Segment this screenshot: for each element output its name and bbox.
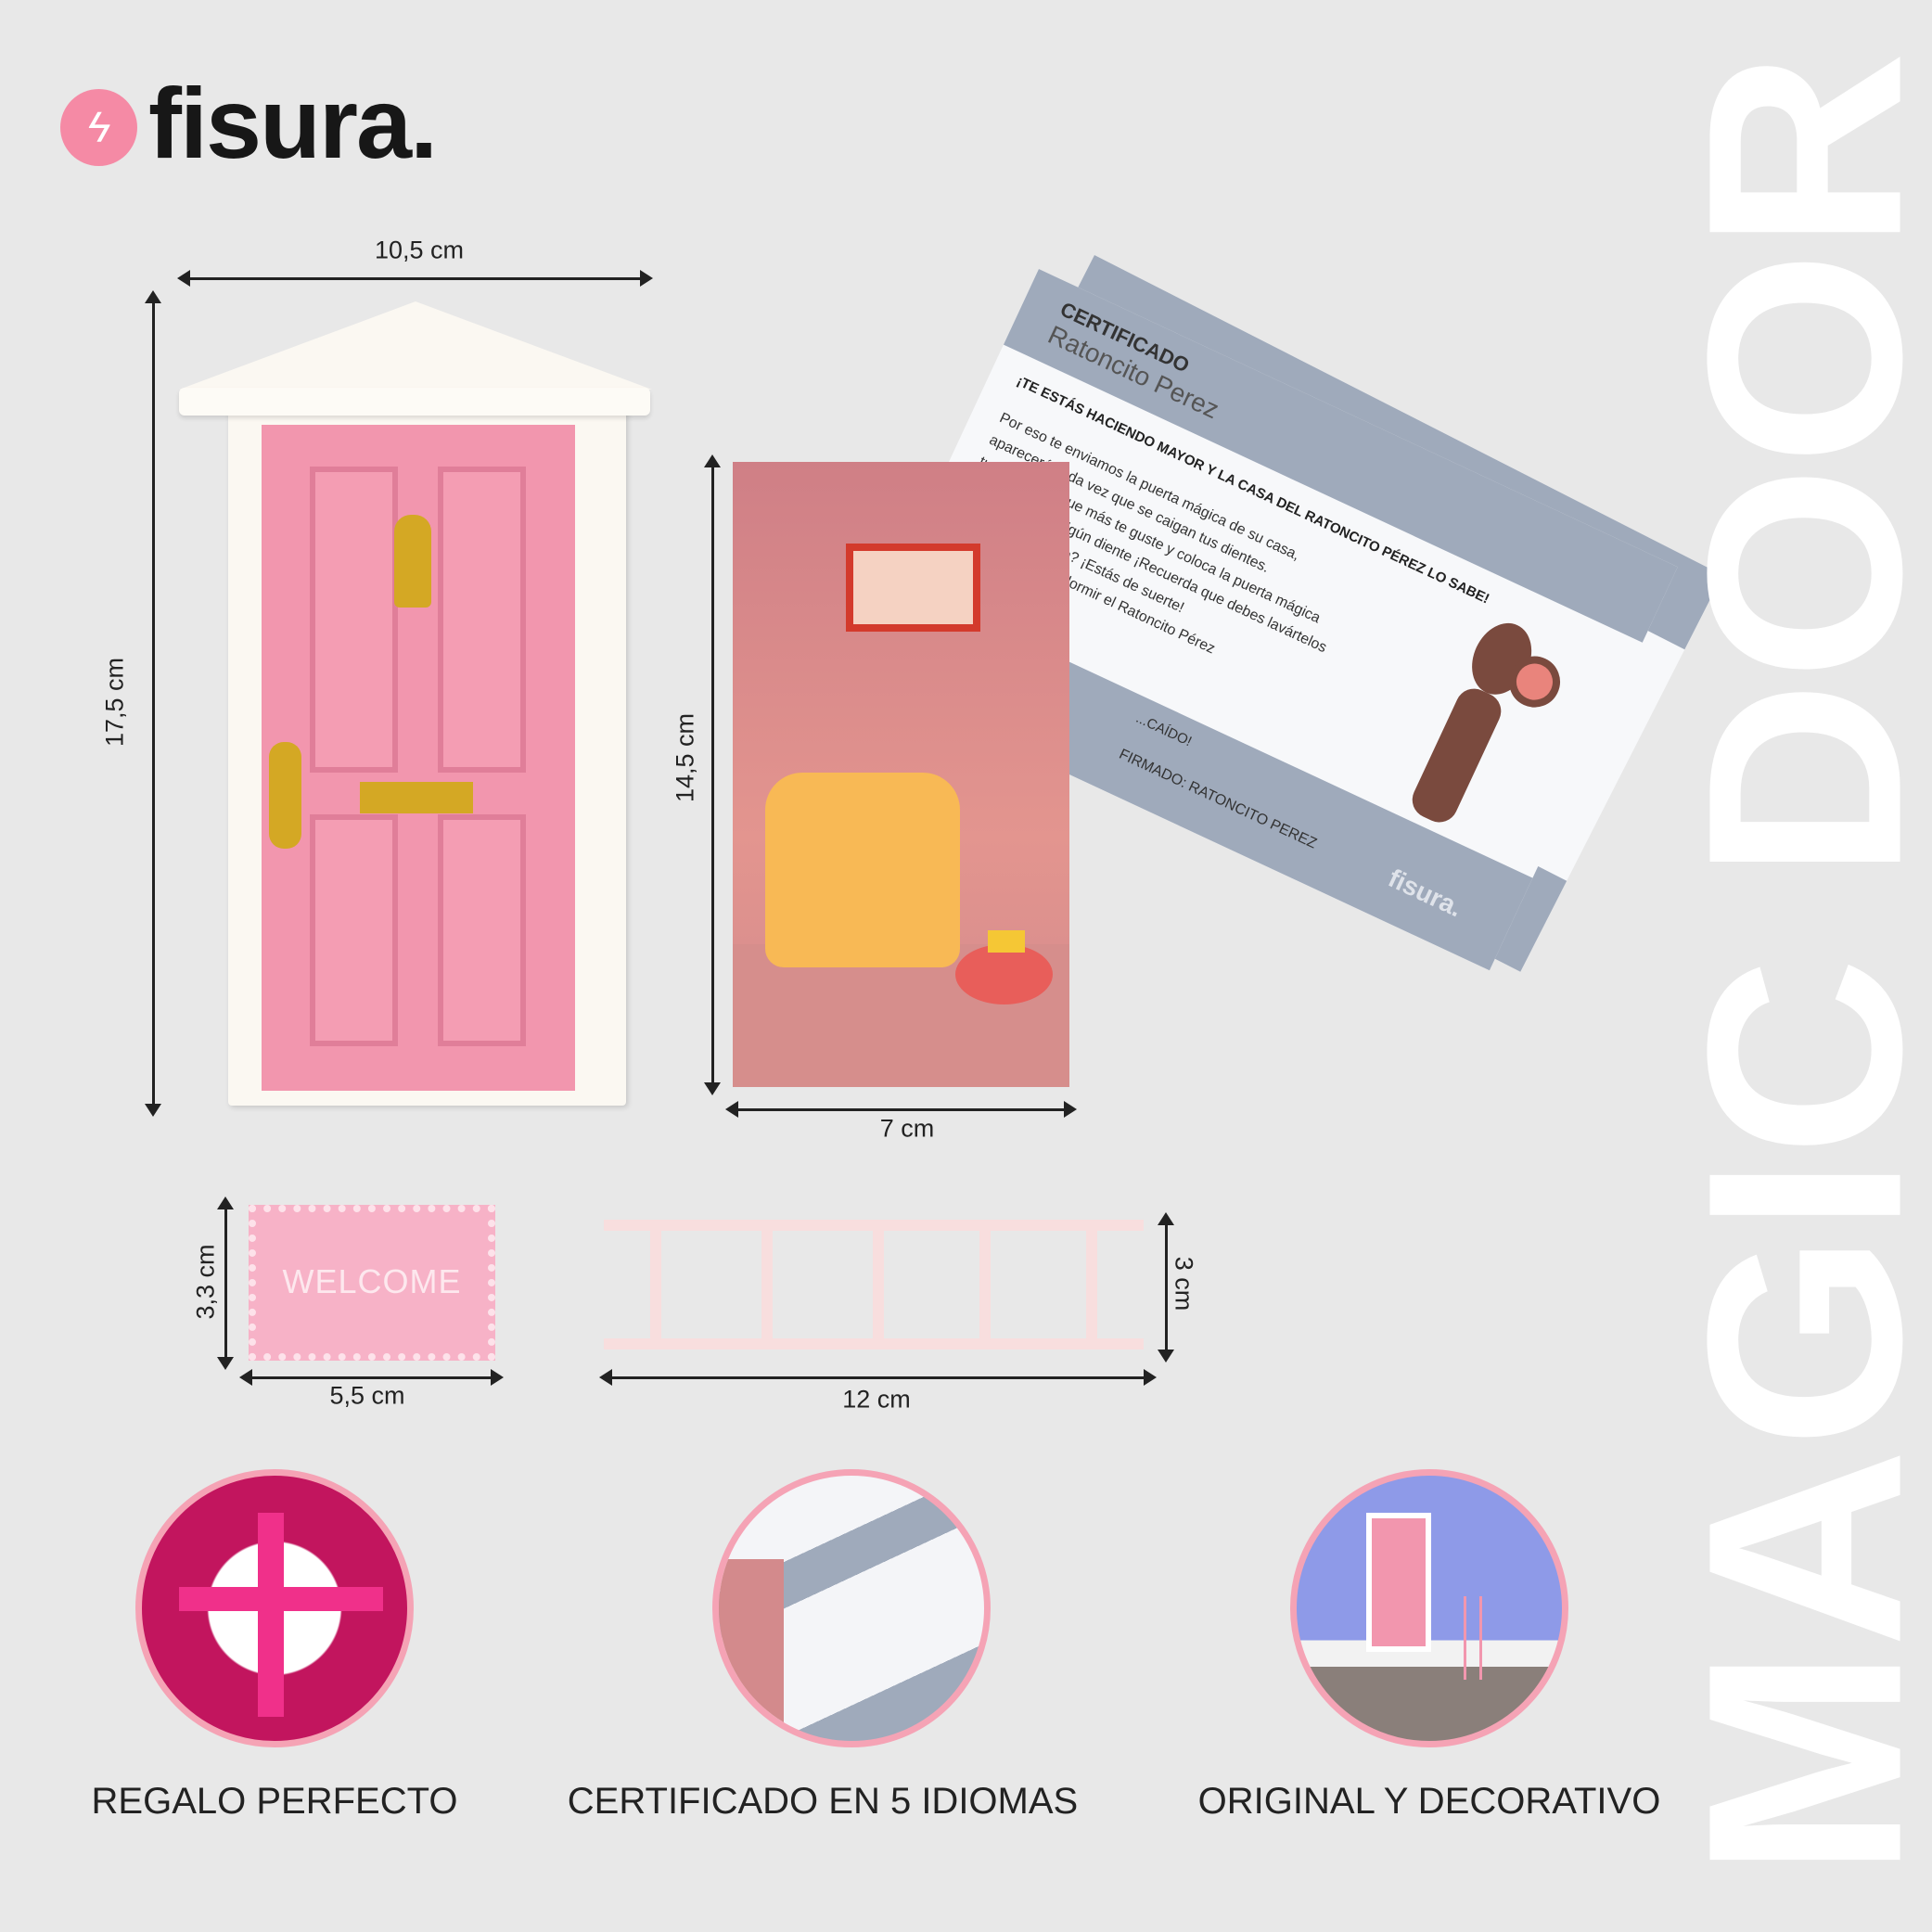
door-knob-icon	[269, 742, 301, 849]
door-height-arrow	[145, 290, 161, 1117]
mat-height-label: 3,3 cm	[191, 1244, 220, 1320]
feature-label: CERTIFICADO EN 5 IDIOMAS	[567, 1781, 1079, 1822]
welcome-mat: WELCOME	[249, 1205, 495, 1361]
mat-height-arrow	[217, 1196, 234, 1370]
mail-slot-icon	[360, 782, 473, 813]
decorative-door-image	[1290, 1469, 1568, 1747]
door-width-arrow	[177, 270, 653, 287]
door-height-label: 17,5 cm	[100, 657, 129, 748]
card-width-arrow	[725, 1101, 1077, 1118]
door-knocker-icon	[394, 515, 431, 608]
pink-ladder	[604, 1220, 1144, 1350]
brand-logo: fisura.	[148, 67, 438, 179]
illustrated-card	[733, 462, 1069, 1087]
ladder-width-label: 12 cm	[842, 1385, 911, 1414]
card-height-label: 14,5 cm	[671, 712, 699, 803]
feature-label: REGALO PERFECTO	[91, 1781, 458, 1822]
gift-image	[135, 1469, 414, 1747]
card-height-arrow	[704, 454, 721, 1095]
certificate-image	[712, 1469, 991, 1747]
ladder-height-arrow	[1158, 1212, 1174, 1363]
door-cornice	[179, 388, 650, 416]
feature-label: ORIGINAL Y DECORATIVO	[1197, 1781, 1661, 1822]
headline: MAGIC DOOR	[1650, 50, 1932, 1879]
mat-width-label: 5,5 cm	[329, 1381, 405, 1410]
mat-width-arrow	[239, 1369, 504, 1386]
door-pediment	[179, 301, 652, 390]
ladder-width-arrow	[599, 1369, 1157, 1386]
door-width-label: 10,5 cm	[374, 236, 465, 264]
brand-logo-icon: ϟ	[60, 89, 137, 166]
pink-door	[262, 425, 575, 1091]
ladder-height-label: 3 cm	[1170, 1256, 1198, 1311]
card-width-label: 7 cm	[879, 1114, 935, 1143]
